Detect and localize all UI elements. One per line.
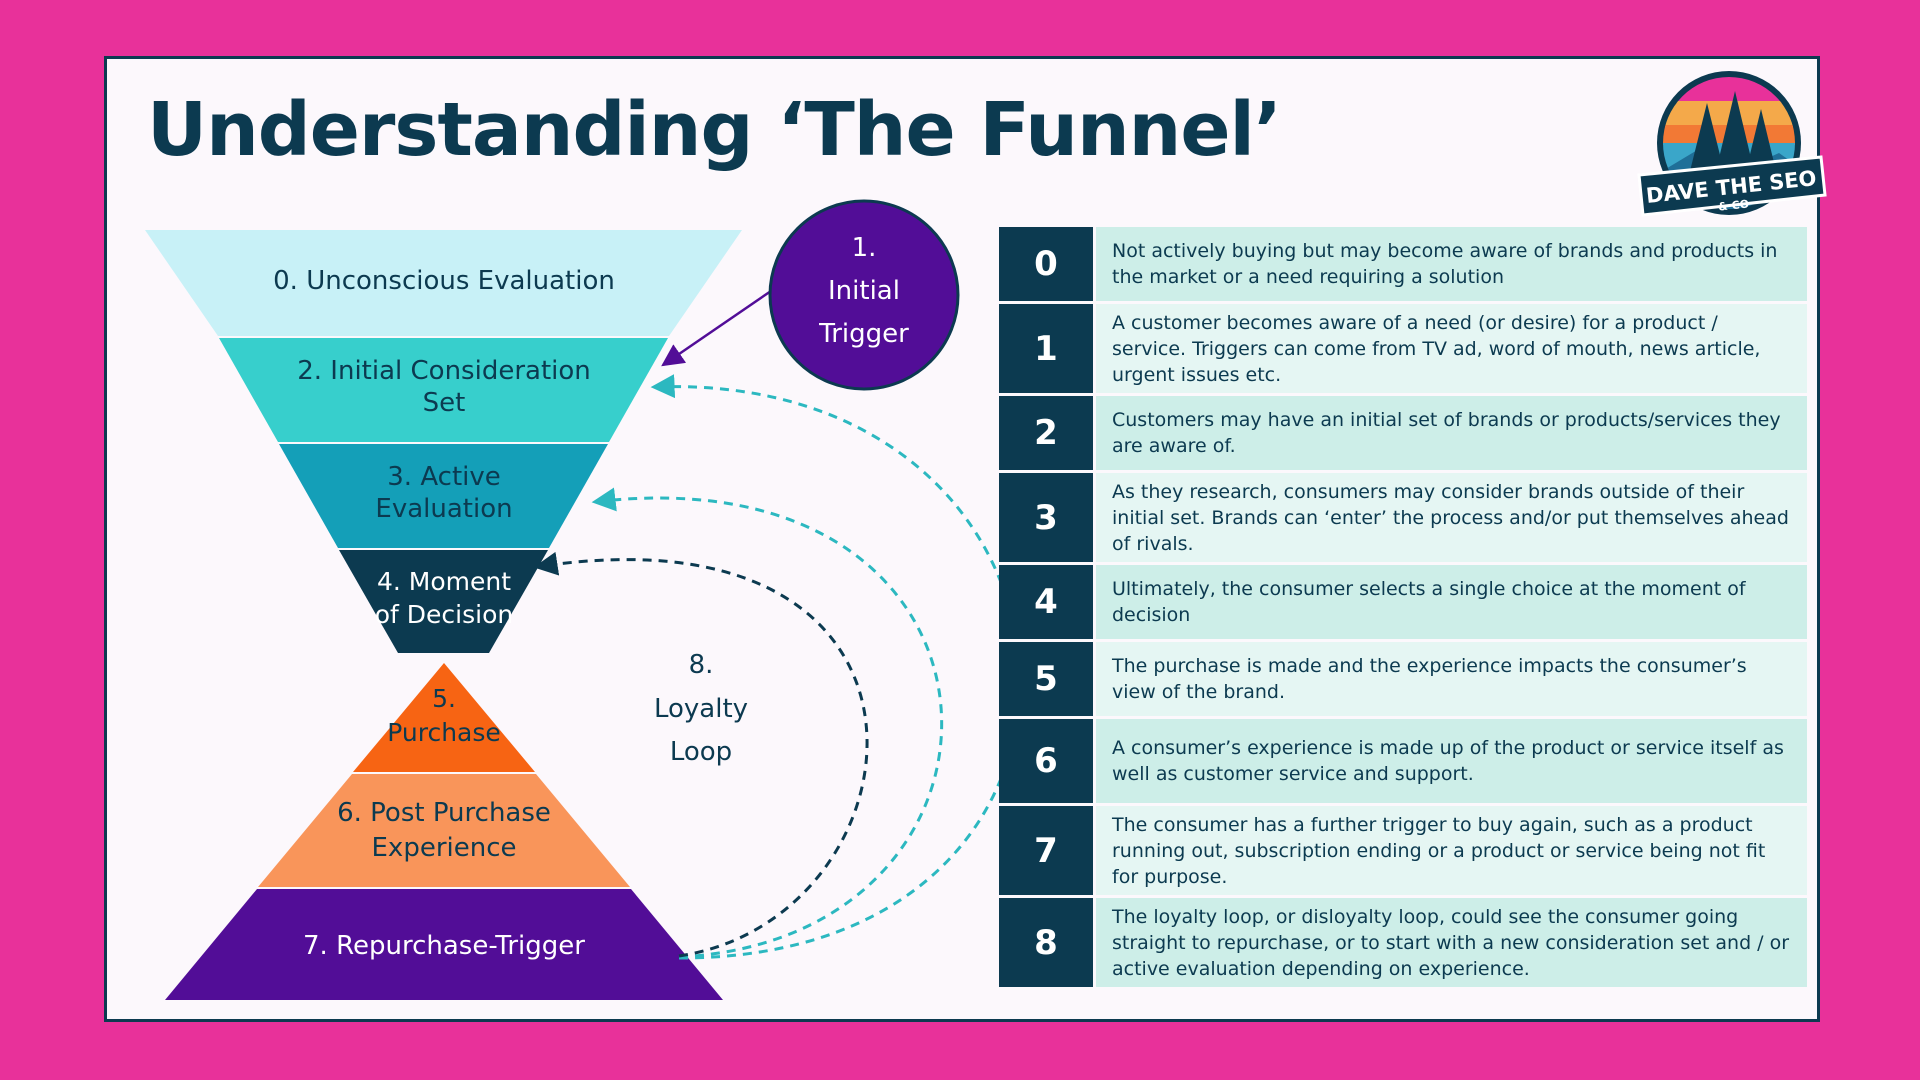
initial-trigger-circle [768, 199, 960, 391]
stage-number: 4 [999, 565, 1093, 640]
stage-description: A consumer’s experience is made up of th… [1096, 719, 1807, 804]
pyramid-label-5-line1: 5. [432, 684, 456, 713]
logo-banner-icon [1637, 155, 1827, 217]
stage-description: The loyalty loop, or disloyalty loop, co… [1096, 898, 1807, 988]
trigger-arrow [661, 289, 772, 367]
pyramid-stage-7 [165, 889, 723, 1000]
table-row: 3 As they research, consumers may consid… [999, 473, 1807, 563]
stage-description: As they research, consumers may consider… [1096, 473, 1807, 563]
stage-number: 3 [999, 473, 1093, 563]
stage-description: The consumer has a further trigger to bu… [1096, 806, 1807, 896]
stage-table: 0 Not actively buying but may become awa… [999, 227, 1807, 988]
table-row: 2 Customers may have an initial set of b… [999, 396, 1807, 471]
page-title: Understanding ‘The Funnel’ [147, 87, 1282, 173]
pyramid-stage-6 [258, 774, 630, 887]
stage-number: 1 [999, 304, 1093, 394]
funnel-label-4-line1: 4. Moment [377, 567, 511, 596]
trigger-label-line3: Trigger [818, 319, 909, 349]
table-row: 8 The loyalty loop, or disloyalty loop, … [999, 898, 1807, 988]
funnel-label-2-line2: Set [423, 388, 466, 418]
funnel-label-3-line1: 3. Active [387, 462, 501, 492]
table-row: 5 The purchase is made and the experienc… [999, 642, 1807, 717]
funnel-label-0: 0. Unconscious Evaluation [273, 266, 615, 296]
stage-description: Customers may have an initial set of bra… [1096, 396, 1807, 471]
stage-number: 8 [999, 898, 1093, 988]
table-row: 7 The consumer has a further trigger to … [999, 806, 1807, 896]
loop-label-line2: Loyalty [654, 694, 748, 724]
loop-arc-outer [650, 374, 1007, 960]
stage-description: Not actively buying but may become aware… [1096, 227, 1807, 302]
loop-label-line3: Loop [670, 737, 732, 767]
stage-number: 6 [999, 719, 1093, 804]
funnel-stage-3 [279, 444, 608, 548]
funnel-label-2-line1: 2. Initial Consideration [297, 356, 591, 386]
loop-label-line1: 8. [689, 650, 714, 680]
trigger-label-line1: 1. [852, 233, 877, 263]
logo-badge: DAVE THE SEO & CO [1637, 71, 1827, 217]
funnel-label-4-line2: of Decision [375, 600, 513, 629]
pyramid-label-7: 7. Repurchase-Trigger [303, 931, 585, 961]
funnel-stage-4 [339, 550, 548, 653]
pyramid-stage-5 [353, 663, 535, 772]
funnel-stage-2 [219, 338, 668, 442]
pyramid-label-6-line2: Experience [372, 833, 517, 863]
table-row: 1 A customer becomes aware of a need (or… [999, 304, 1807, 394]
loop-arc-inner [533, 551, 869, 958]
funnel-diagram: 0. Unconscious Evaluation 2. Initial Con… [145, 199, 1007, 1000]
trigger-label-line2: Initial [828, 276, 900, 306]
slide: Understanding ‘The Funnel’ DAVE THE SEO … [104, 56, 1827, 1022]
funnel-label-3-line2: Evaluation [375, 494, 512, 524]
table-row: 4 Ultimately, the consumer selects a sin… [999, 565, 1807, 640]
stage-description: The purchase is made and the experience … [1096, 642, 1807, 717]
pyramid-label-6-line1: 6. Post Purchase [337, 798, 551, 828]
stage-number: 2 [999, 396, 1093, 471]
stage-description: Ultimately, the consumer selects a singl… [1096, 565, 1807, 640]
stage-number: 5 [999, 642, 1093, 717]
logo-subtext: & CO [1718, 197, 1750, 213]
stage-number: 0 [999, 227, 1093, 302]
loop-arc-middle [591, 487, 944, 959]
table-row: 6 A consumer’s experience is made up of … [999, 719, 1807, 804]
funnel-stage-0 [145, 230, 742, 336]
table-row: 0 Not actively buying but may become awa… [999, 227, 1807, 302]
stage-description: A customer becomes aware of a need (or d… [1096, 304, 1807, 394]
pyramid-label-5-line2: Purchase [387, 718, 501, 747]
stage-number: 7 [999, 806, 1093, 896]
